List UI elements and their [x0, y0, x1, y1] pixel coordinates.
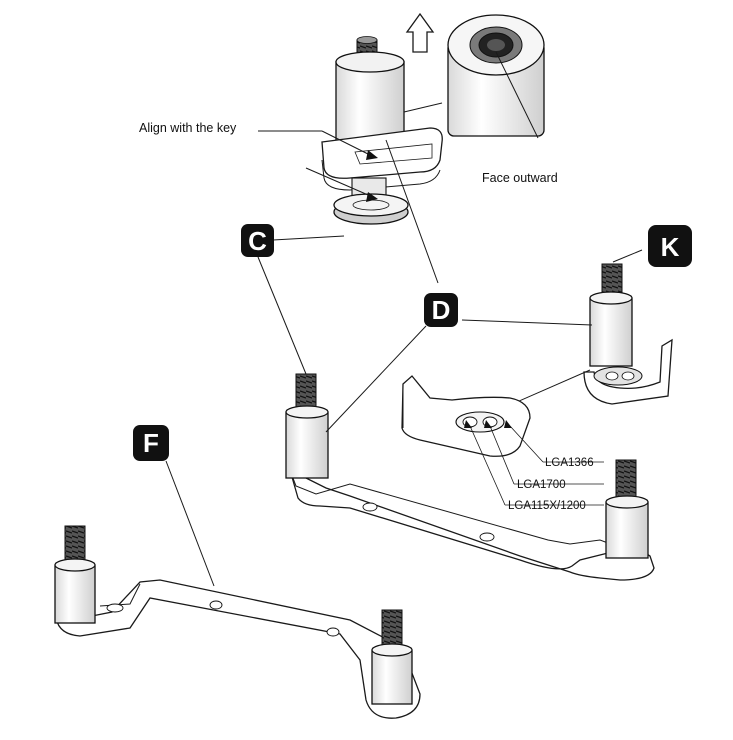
label-lga1366: LGA1366	[545, 457, 594, 469]
label-lga115x: LGA115X/1200	[508, 500, 586, 512]
badge-f-label: F	[143, 428, 159, 458]
thumb-nut	[447, 14, 545, 137]
callout-align-key: Align with the key	[139, 121, 237, 135]
badge-c-label: C	[248, 226, 267, 256]
up-arrow-icon	[405, 12, 435, 53]
f-bracket-plate	[55, 579, 421, 719]
lga-bracket-detail	[401, 375, 531, 457]
top-standoff-assembly	[321, 36, 443, 225]
badge-f: F	[133, 425, 169, 461]
badge-d-label: D	[432, 295, 451, 325]
label-lga1700: LGA1700	[517, 479, 566, 491]
badge-c: C	[241, 224, 274, 257]
badge-k-label: K	[661, 232, 680, 262]
k-standoff-assembly	[583, 263, 673, 405]
top-bracket-plate	[321, 127, 443, 179]
c-bracket-assembly	[285, 373, 655, 581]
c-standoff-body	[285, 411, 329, 479]
c-bracket-plate	[288, 468, 655, 581]
badge-d: D	[424, 293, 458, 327]
callout-face-outward: Face outward	[482, 171, 558, 185]
badge-k: K	[648, 225, 692, 267]
f-bracket-assembly	[54, 525, 421, 719]
